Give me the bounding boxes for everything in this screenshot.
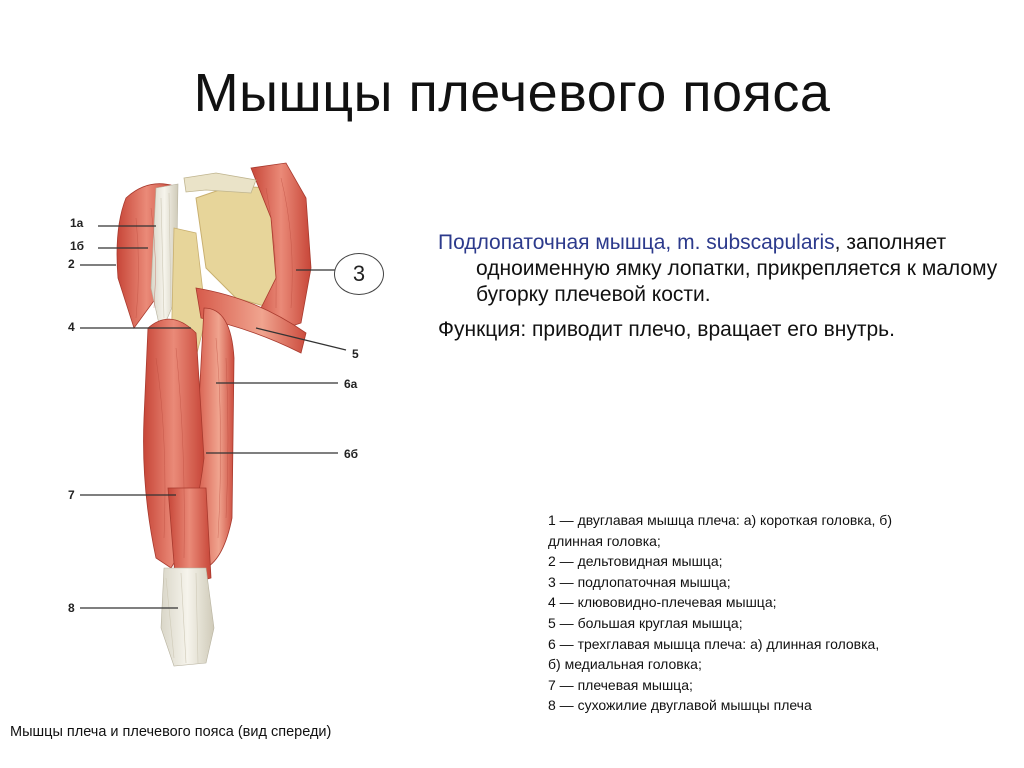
- legend-item: 8 — сухожилие двуглавой мышцы плеча: [548, 697, 812, 714]
- leader-5: [255, 327, 347, 351]
- subscapularis-text: , заполняет одноименную ямку лопатки, пр…: [476, 231, 998, 306]
- legend-item: 3 — подлопаточная мышца;: [548, 573, 731, 590]
- legend-item: 2 — дельтовидная мышца;: [548, 553, 723, 570]
- subscapularis-term: Подлопаточная мышца, m. subscapularis: [438, 231, 835, 254]
- subscapularis-description: Подлопаточная мышца, m. subscapularis, з…: [438, 230, 1013, 308]
- clavicle-shape: [183, 172, 257, 194]
- legend-list: 1 — двуглавая мышца плеча: а) короткая г…: [548, 510, 893, 716]
- legend-item: 6 — трехглавая мышца плеча: а) длинная г…: [548, 635, 880, 673]
- biceps-tendon-lower: [160, 567, 215, 667]
- legend-item: 5 — большая круглая мышца;: [548, 614, 743, 631]
- function-text: Функция: приводит плечо, вращает его вну…: [438, 318, 895, 341]
- legend-item: 7 — плечевая мышца;: [548, 676, 693, 693]
- legend-item: 4 — клювовидно-плечевая мышца;: [548, 594, 777, 611]
- figure-caption: Мышцы плеча и плечевого пояса (вид спере…: [10, 724, 332, 740]
- label-1b: 1б: [70, 239, 85, 253]
- label-2: 2: [68, 257, 75, 271]
- label-4: 4: [68, 320, 75, 334]
- label-6b: 6б: [344, 447, 359, 461]
- muscle-description: Подлопаточная мышца, m. subscapularis, з…: [438, 230, 1013, 343]
- legend-item: 1 — двуглавая мышца плеча: а) короткая г…: [548, 512, 892, 549]
- label-5: 5: [352, 347, 359, 361]
- label-1a: 1а: [70, 216, 84, 230]
- label-6a: 6а: [344, 377, 358, 391]
- biceps-tendon-upper: [150, 183, 179, 334]
- brachialis-shape: [167, 487, 212, 589]
- label-7: 7: [68, 488, 75, 502]
- label-8: 8: [68, 601, 75, 615]
- slide-title: Мышцы плечевого пояса: [193, 63, 831, 123]
- label-3-circle: 3: [334, 253, 384, 295]
- arm-muscle-illustration: [80, 162, 347, 667]
